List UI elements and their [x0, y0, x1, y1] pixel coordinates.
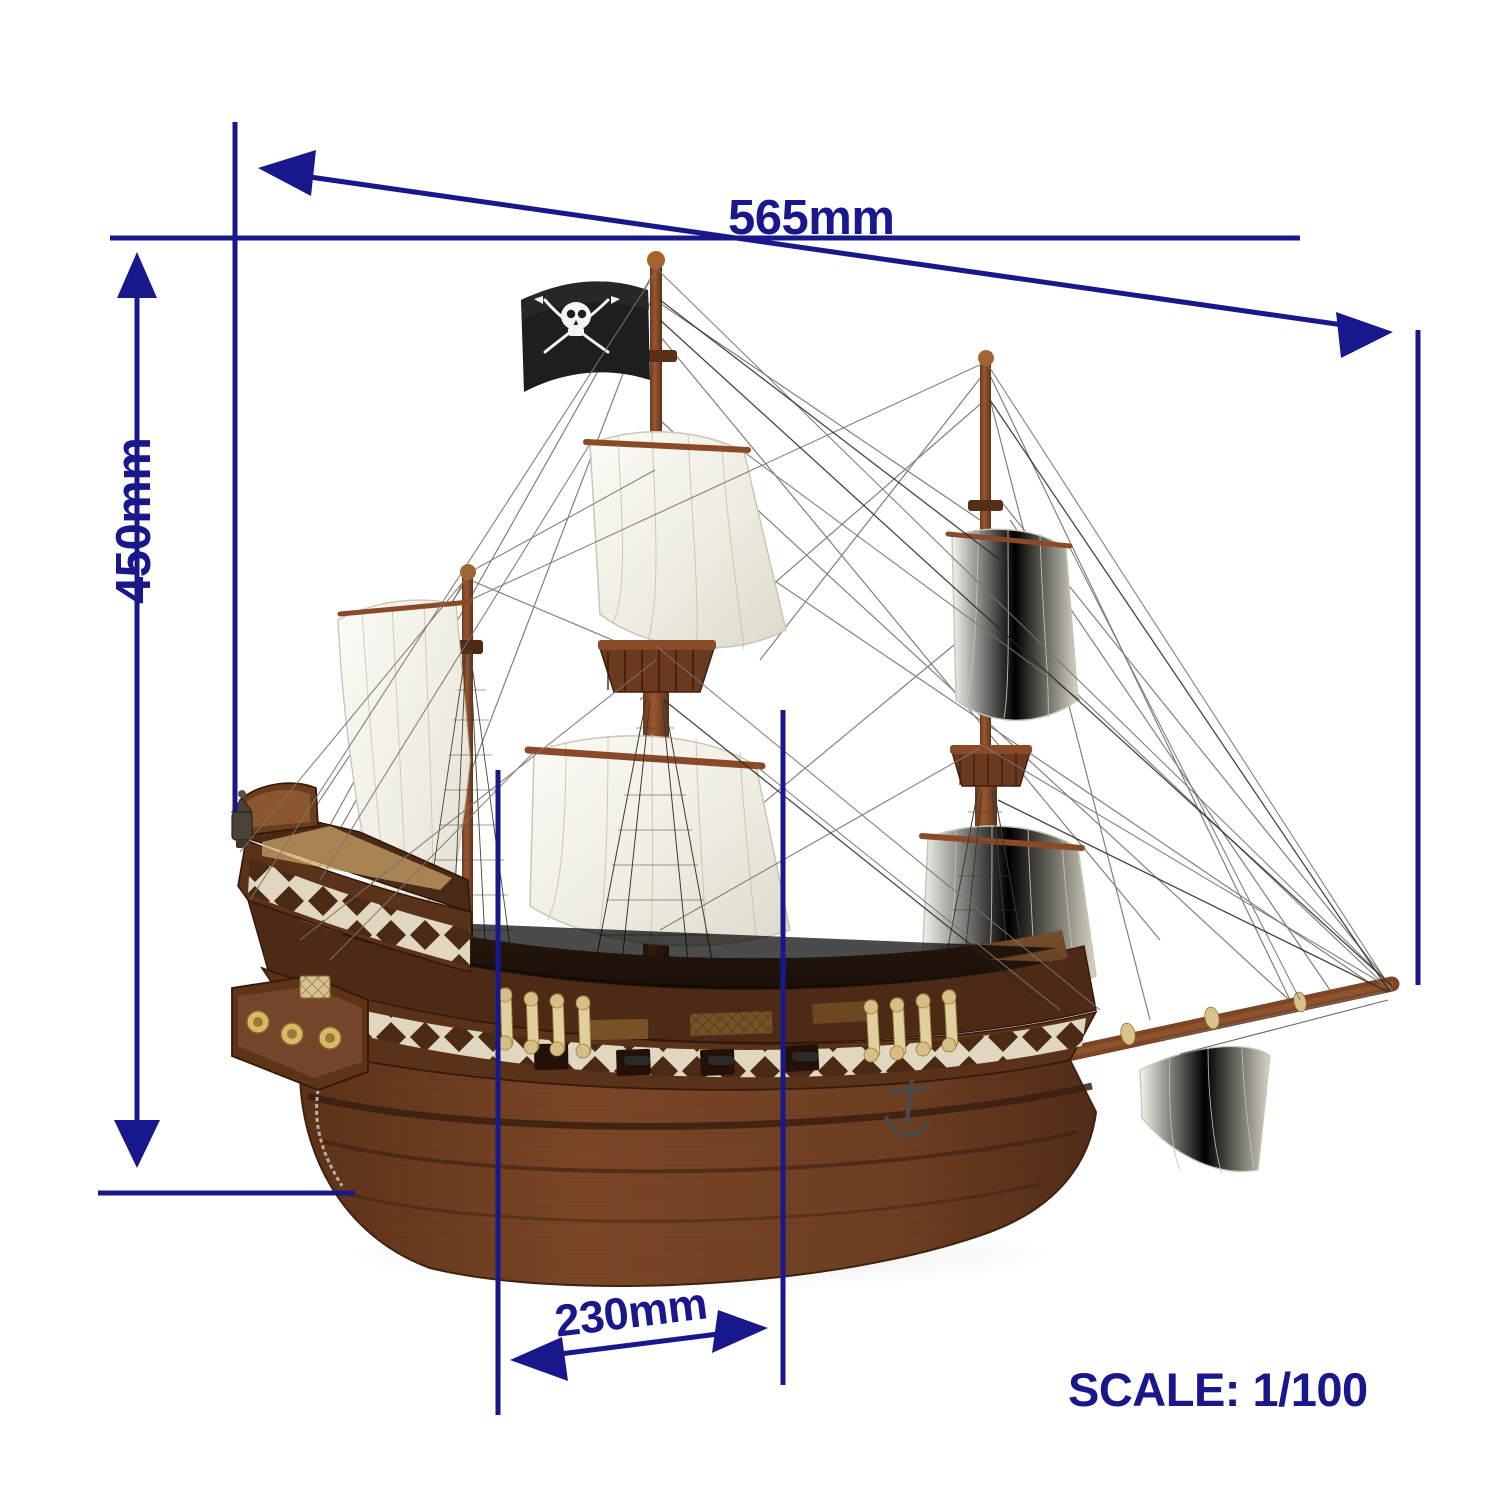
mizzen-top-platform [950, 745, 1032, 787]
rigging-dark [659, 299, 1393, 1001]
scale-label: SCALE: 1/100 [1068, 1363, 1368, 1416]
stern-castle [230, 782, 473, 1091]
width-dimension-arrow [510, 1310, 768, 1381]
length-dimension-arrow [258, 150, 1393, 358]
bowsprit-assembly [1032, 976, 1400, 1175]
length-dimension-label: 565mm [728, 191, 895, 245]
cannons [624, 1052, 818, 1065]
jolly-roger-flag [521, 281, 650, 392]
deck-fittings [588, 1001, 869, 1040]
anchor [884, 1079, 931, 1137]
height-dimension-label: 450mm [107, 437, 161, 604]
height-dimension-arrow [114, 252, 160, 1168]
anchor-chain [315, 1089, 344, 1187]
rigging-front [239, 267, 1393, 1011]
